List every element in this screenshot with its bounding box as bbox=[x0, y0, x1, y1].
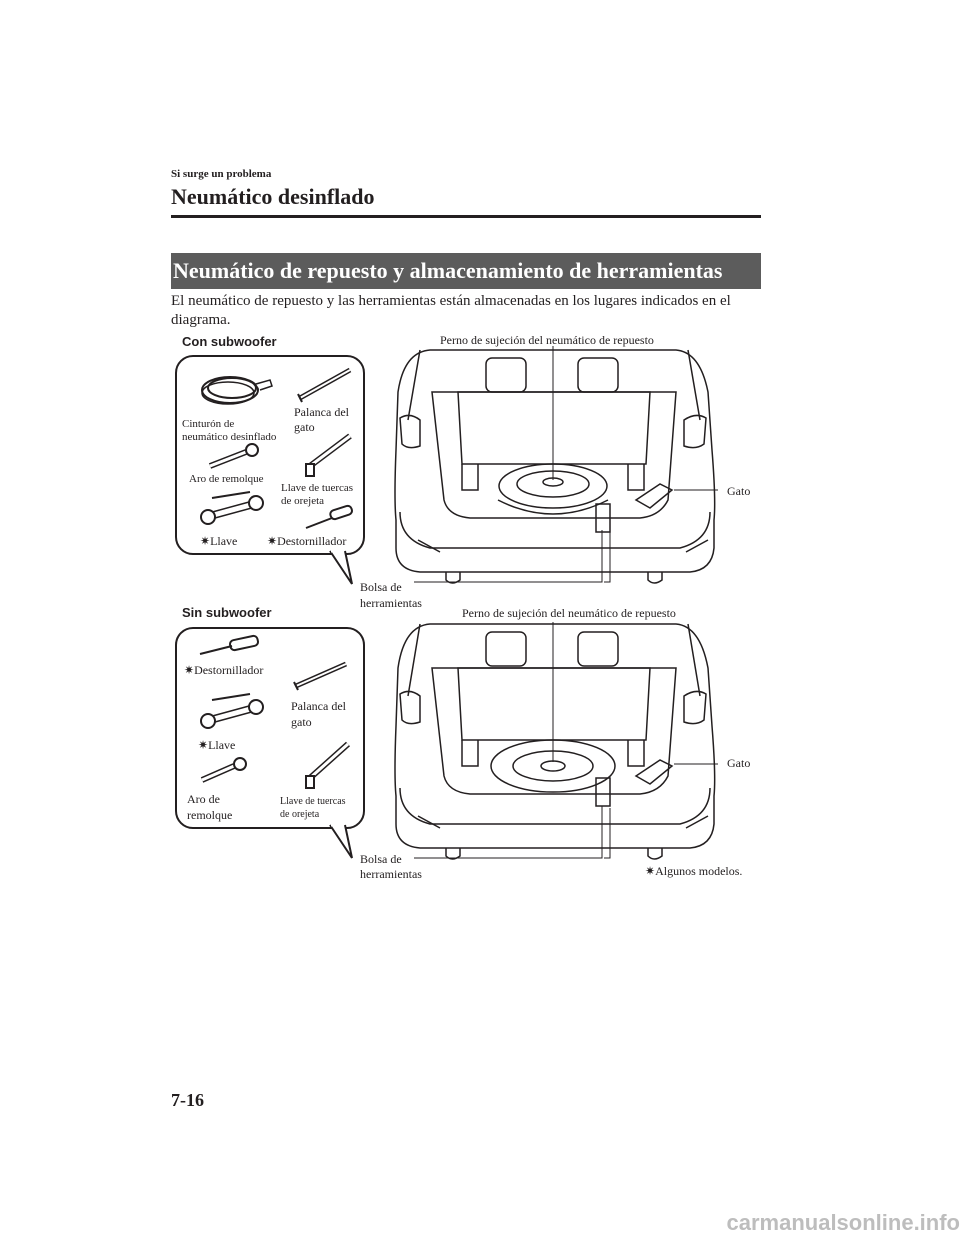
page-number: 7-16 bbox=[171, 1090, 204, 1111]
asterisk-mark: ✷ bbox=[645, 864, 655, 878]
footnote: ✷Algunos modelos. bbox=[645, 864, 742, 878]
footnote-text: Algunos modelos. bbox=[655, 864, 742, 878]
diagram2-jack-label: Gato bbox=[727, 756, 750, 770]
diagram2-bag-label-2: herramientas bbox=[360, 867, 422, 881]
watermark: carmanualsonline.info bbox=[727, 1210, 960, 1236]
diagram2-spare-bolt-label: Perno de sujeción del neumático de repue… bbox=[462, 606, 676, 620]
diagram2-bag-label-1: Bolsa de bbox=[360, 852, 402, 866]
